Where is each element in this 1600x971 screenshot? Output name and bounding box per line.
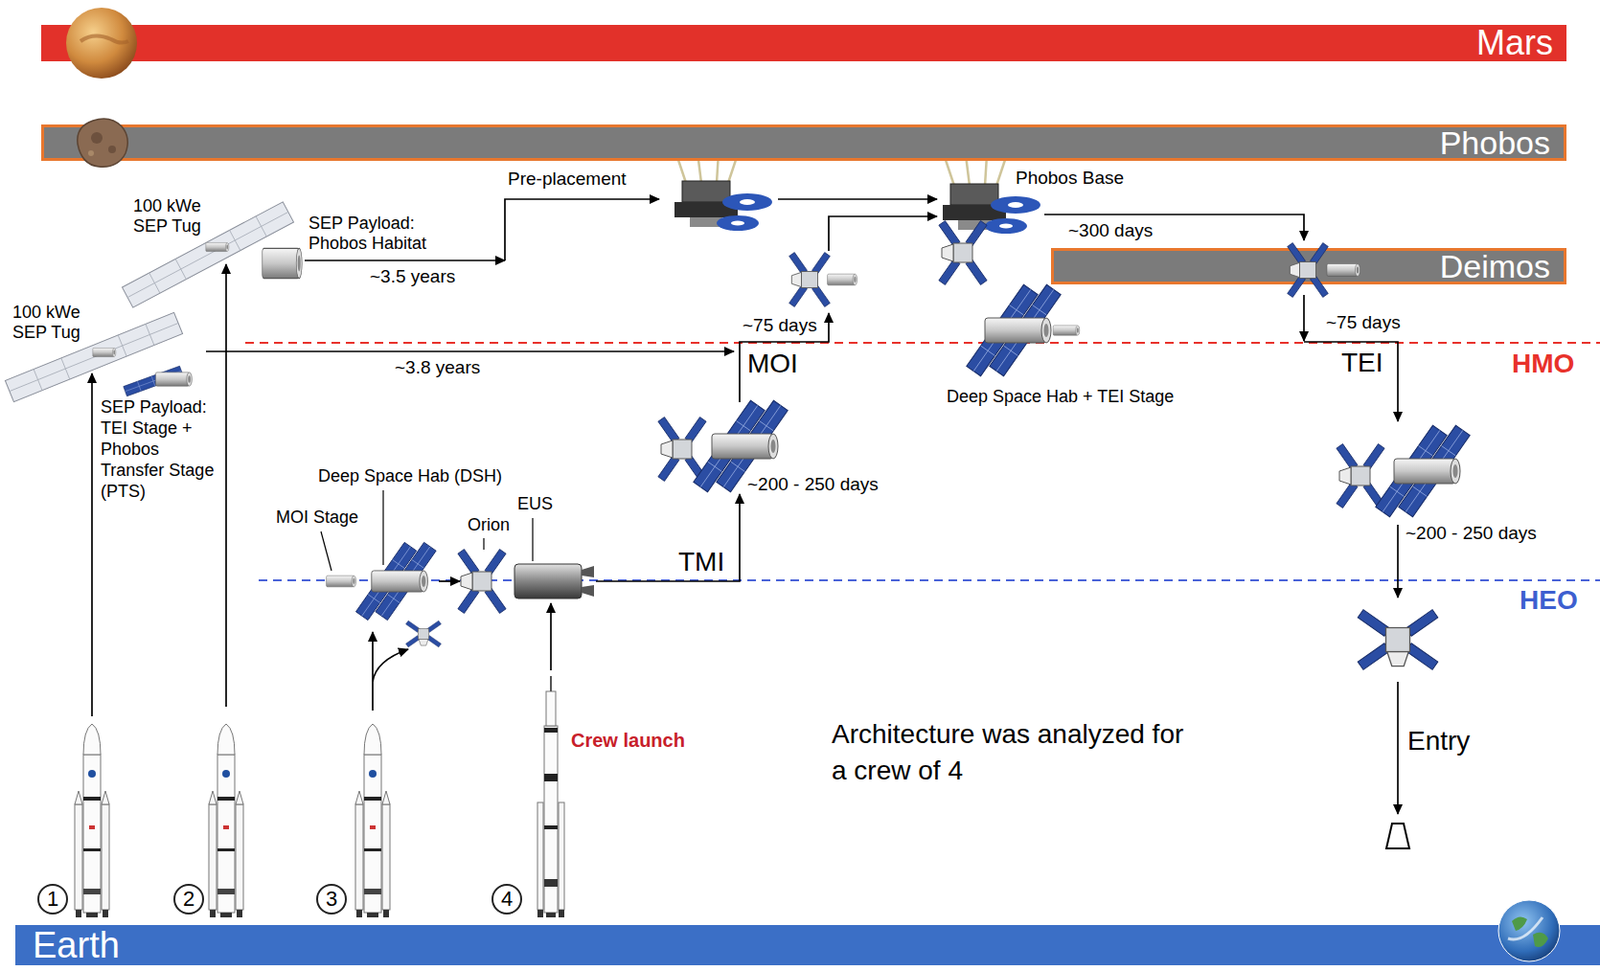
launch-vehicle bbox=[355, 724, 390, 918]
mars-planet bbox=[61, 2, 142, 84]
phobos-moon bbox=[68, 109, 136, 177]
part-label: Orion bbox=[467, 515, 510, 536]
phobos-habitat bbox=[262, 248, 302, 278]
duration-label: ~3.8 years bbox=[394, 357, 480, 379]
launch-vehicle bbox=[208, 724, 244, 918]
callout-number: 3 bbox=[316, 884, 347, 915]
phase-label: Phobos Base bbox=[1015, 167, 1124, 189]
callout-text: 2 bbox=[182, 889, 195, 911]
part-label: Deep Space Hab (DSH) bbox=[318, 466, 503, 487]
flow-arrows bbox=[91, 199, 1398, 815]
eus bbox=[514, 564, 595, 599]
launch-vehicle bbox=[74, 724, 110, 918]
orion bbox=[457, 549, 506, 615]
duration-label: ~200 - 250 days bbox=[747, 474, 879, 496]
payload-label: SEP Payload: Phobos Habitat bbox=[308, 213, 443, 254]
vehicle-label: Deep Space Hab + TEI Stage bbox=[946, 387, 1174, 408]
vehicle-label: 100 kWe SEP Tug bbox=[133, 196, 210, 237]
payload-label: SEP Payload: TEI Stage + Phobos Transfer… bbox=[100, 396, 220, 503]
callout-number: 1 bbox=[37, 884, 69, 915]
maneuver-label: MOI bbox=[747, 348, 799, 380]
part-label: EUS bbox=[517, 494, 553, 515]
phase-label: Pre-placement bbox=[507, 168, 627, 190]
phobos-habitat bbox=[673, 149, 773, 231]
maneuver-label: TMI bbox=[678, 547, 725, 578]
part-label: MOI Stage bbox=[275, 507, 359, 528]
callout-text: 1 bbox=[46, 889, 59, 911]
maneuver-label: Entry bbox=[1407, 726, 1470, 757]
earth-planet bbox=[1494, 896, 1564, 966]
vehicle-label: 100 kWe SEP Tug bbox=[12, 302, 90, 343]
deep-space-hab bbox=[1375, 425, 1470, 518]
deep-space-hab bbox=[355, 542, 436, 620]
band-title: Phobos bbox=[1440, 128, 1551, 158]
orion bbox=[406, 620, 442, 648]
orbit-label: HEO bbox=[1519, 585, 1578, 617]
return-stack bbox=[1269, 236, 1385, 304]
callout-number: 2 bbox=[173, 884, 205, 915]
note-label: Architecture was analyzed for a crew of … bbox=[831, 716, 1206, 790]
duration-label: ~3.5 years bbox=[369, 266, 456, 288]
leader-lines bbox=[320, 490, 533, 572]
duration-label: ~300 days bbox=[1068, 220, 1153, 242]
duration-label: ~75 days bbox=[1325, 312, 1401, 334]
duration-label: ~75 days bbox=[742, 315, 818, 337]
orion bbox=[658, 417, 707, 482]
orion bbox=[789, 252, 831, 308]
tei-stage bbox=[155, 372, 192, 387]
tei-stage bbox=[1052, 325, 1080, 336]
orion bbox=[1357, 610, 1439, 671]
callout-text: 3 bbox=[325, 889, 338, 911]
planet-band: Mars bbox=[41, 24, 1567, 62]
sep-tug bbox=[205, 242, 229, 252]
planet-band: Earth bbox=[15, 925, 1600, 966]
band-title: Mars bbox=[1476, 26, 1554, 60]
phobos-transfer-stage bbox=[827, 274, 858, 286]
orion bbox=[1336, 444, 1385, 509]
orion bbox=[938, 221, 987, 286]
heo-line bbox=[258, 579, 1600, 582]
sep-tug bbox=[92, 347, 116, 357]
moi-stage bbox=[326, 575, 357, 588]
entry-capsule bbox=[1386, 823, 1410, 849]
note-label: Crew launch bbox=[571, 730, 686, 753]
deep-space-hab bbox=[966, 284, 1061, 377]
duration-label: ~200 - 250 days bbox=[1405, 523, 1537, 545]
moon-band: Deimos bbox=[1051, 248, 1567, 285]
maneuver-label: TEI bbox=[1341, 347, 1384, 379]
crew-launch-vehicle bbox=[537, 676, 565, 918]
band-title: Deimos bbox=[1440, 251, 1551, 281]
band-title: Earth bbox=[32, 927, 120, 964]
moon-band: Phobos bbox=[41, 124, 1567, 161]
phobos-base bbox=[941, 152, 1041, 234]
orbit-label: HMO bbox=[1511, 348, 1575, 380]
callout-text: 4 bbox=[501, 889, 513, 911]
callout-number: 4 bbox=[491, 884, 523, 915]
